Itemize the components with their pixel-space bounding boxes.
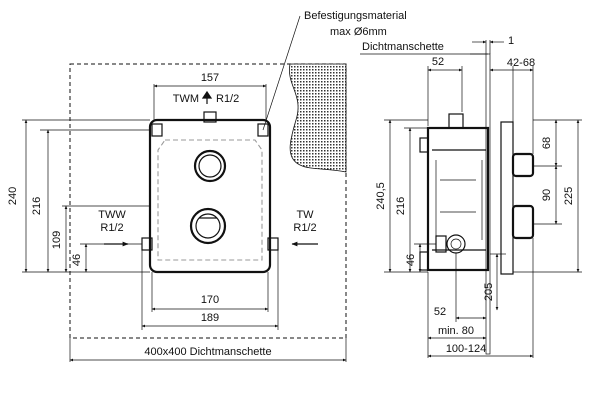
sealing-sleeve-outline <box>69 63 347 339</box>
dim-46-front: 46 <box>71 254 83 266</box>
label-manschette-size: 400x400 Dichtmanschette <box>144 346 271 358</box>
dim-240: 240 <box>7 187 19 205</box>
connector-tw <box>267 237 279 251</box>
label-twm: TWM <box>173 93 199 105</box>
label-tww-size: R1/2 <box>100 222 123 234</box>
dim-225: 225 <box>563 187 575 205</box>
side-view: 52 1 42-68 68 90 225 240,5 216 46 <box>360 35 582 358</box>
label-tww: TWW <box>98 209 126 221</box>
front-view: 157 TWM R1/2 240 216 109 46 TWW R1/2 TW … <box>7 15 347 362</box>
wall-hatch <box>289 63 347 173</box>
dim-52-bottom: 52 <box>434 306 446 318</box>
dim-52-top: 52 <box>432 56 444 68</box>
dim-216-side: 216 <box>395 197 407 215</box>
corner-tab-top-left <box>151 123 163 137</box>
dim-46-side: 46 <box>405 254 417 266</box>
connector-twm <box>203 111 217 123</box>
dim-189: 189 <box>201 312 219 324</box>
label-twm-size: R1/2 <box>216 93 239 105</box>
upper-port-outer <box>193 149 227 183</box>
side-knob-upper <box>511 152 535 178</box>
mixer-box-hidden-contour <box>157 139 263 261</box>
mixer-box-body <box>148 118 272 274</box>
side-knob-lower <box>511 204 535 240</box>
leader-befestigung <box>262 15 301 131</box>
front-plate <box>500 121 514 275</box>
dim-100-124: 100-124 <box>446 343 486 355</box>
dim-1: 1 <box>508 35 514 47</box>
arrow-up-icon <box>201 90 213 104</box>
label-max-bolt: max Ø6mm <box>330 26 387 38</box>
corner-tab-top-right <box>257 123 269 137</box>
label-tw-size: R1/2 <box>293 222 316 234</box>
label-befestigung: Befestigungsmaterial <box>304 10 407 22</box>
dim-216: 216 <box>31 197 43 215</box>
dim-109: 109 <box>51 231 63 249</box>
dim-68: 68 <box>541 137 553 149</box>
label-min80: min. 80 <box>438 325 474 337</box>
dim-90: 90 <box>541 189 553 201</box>
label-dichtmanschette: Dichtmanschette <box>362 41 444 53</box>
lower-port-inner <box>195 213 221 239</box>
side-top-connector <box>448 113 464 129</box>
dim-157: 157 <box>201 72 219 84</box>
dim-240-5: 240,5 <box>375 182 387 210</box>
label-tw: TW <box>296 209 314 221</box>
dim-170: 170 <box>201 294 219 306</box>
dim-42-68: 42-68 <box>507 57 535 69</box>
dim-205: 205 <box>483 283 495 301</box>
upper-port-inner <box>198 154 222 178</box>
lower-port-outer <box>189 207 227 245</box>
